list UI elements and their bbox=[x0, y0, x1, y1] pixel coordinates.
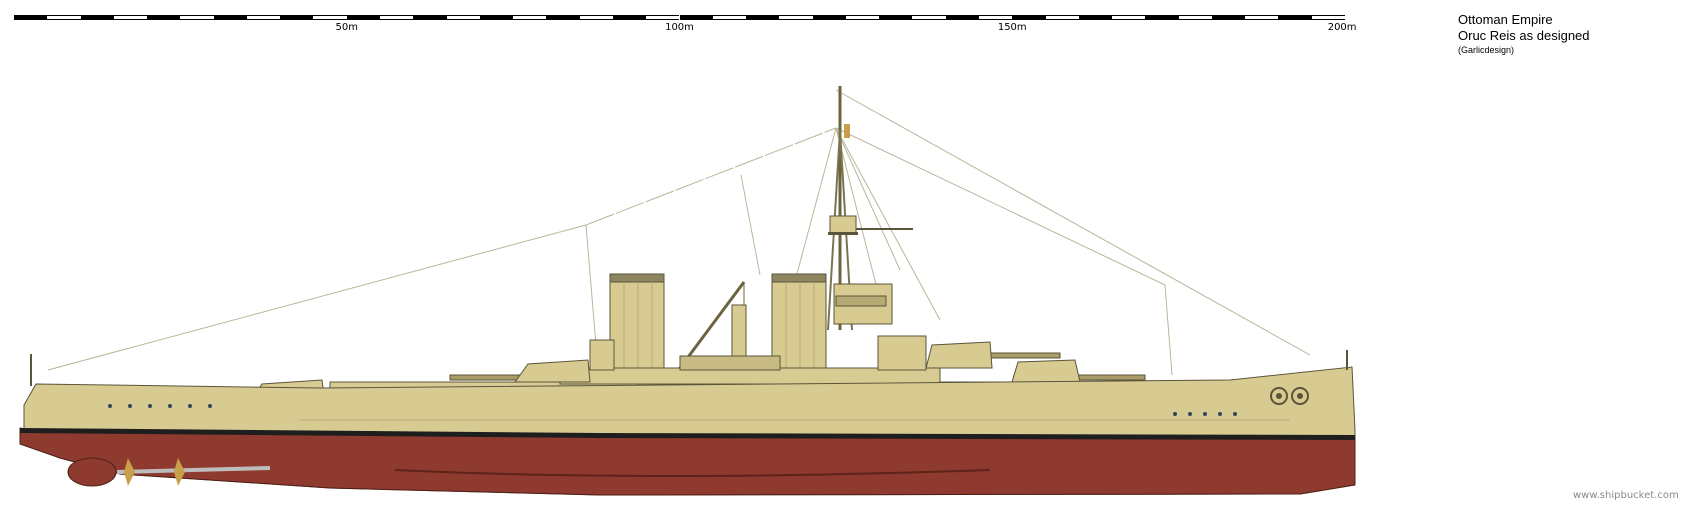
ruler-label: 200m bbox=[1327, 22, 1357, 33]
ruler-segment bbox=[1012, 15, 1046, 20]
country-label: Ottoman Empire bbox=[1458, 12, 1553, 27]
ruler-segment bbox=[346, 15, 381, 20]
rigging-lines bbox=[47, 89, 1311, 376]
fore-funnel bbox=[609, 279, 665, 373]
hull bbox=[19, 366, 1356, 496]
stern-flagstaff bbox=[30, 350, 1348, 386]
ruler-segment bbox=[1211, 15, 1246, 20]
watermark-credit: www.shipbucket.com bbox=[1573, 490, 1679, 501]
ruler-segment bbox=[879, 15, 913, 20]
ruler-segment bbox=[1045, 15, 1079, 20]
ruler-segment bbox=[14, 15, 48, 20]
ruler-segment bbox=[446, 15, 480, 20]
portholes bbox=[108, 404, 1237, 416]
ruler-segment bbox=[646, 15, 680, 20]
ruler-label: 50m bbox=[335, 22, 358, 33]
designer-credit: (Garlicdesign) bbox=[1458, 45, 1515, 55]
ruler-segment bbox=[246, 15, 281, 20]
main-mast bbox=[827, 86, 913, 331]
ruler-segment bbox=[380, 15, 414, 20]
ruler-segment bbox=[679, 15, 713, 20]
ruler-segment bbox=[1311, 15, 1345, 20]
ruler-segment bbox=[912, 15, 946, 20]
ruler-segment bbox=[313, 15, 347, 20]
scale-ruler: 50m 100m 150m 200m bbox=[14, 15, 1357, 37]
ruler-label: 150m bbox=[997, 22, 1027, 33]
ruler-segment bbox=[1278, 15, 1312, 20]
ruler-label: 100m bbox=[665, 22, 694, 33]
ruler-segment bbox=[479, 15, 514, 20]
ruler-segment bbox=[47, 15, 81, 20]
ruler-segment bbox=[1112, 15, 1146, 20]
ruler-segment bbox=[712, 15, 747, 20]
ruler-segment bbox=[1078, 15, 1113, 20]
ruler-segment bbox=[1178, 15, 1212, 20]
turret-y bbox=[1011, 359, 1146, 383]
ruler-segment bbox=[213, 15, 247, 20]
ruler-segment bbox=[180, 15, 214, 20]
ruler-segment bbox=[1245, 15, 1279, 20]
ruler-segment bbox=[513, 15, 547, 20]
ruler-segment bbox=[147, 15, 181, 20]
ruler-segment bbox=[280, 15, 314, 20]
ruler-segment bbox=[845, 15, 880, 20]
turret-x bbox=[925, 341, 1061, 369]
ruler-segment bbox=[746, 15, 780, 20]
propellers bbox=[67, 457, 271, 487]
ruler-segment bbox=[413, 15, 447, 20]
ship-title: Oruc Reis as designed bbox=[1458, 28, 1590, 43]
ruler-segment bbox=[579, 15, 613, 20]
funnels bbox=[609, 273, 827, 373]
anchor-hawse bbox=[1270, 387, 1309, 405]
ruler-segment bbox=[1145, 15, 1179, 20]
caption-block: Ottoman Empire Oruc Reis as designed (Ga… bbox=[1458, 12, 1590, 57]
ruler-segment bbox=[779, 15, 813, 20]
ruler-segment bbox=[546, 15, 580, 20]
ruler-segment bbox=[80, 15, 114, 20]
turret-b bbox=[449, 359, 591, 383]
ruler-segment bbox=[945, 15, 979, 20]
ruler-segment bbox=[978, 15, 1013, 20]
ruler-segment bbox=[113, 15, 148, 20]
ruler-segment bbox=[812, 15, 846, 20]
ruler-segment bbox=[612, 15, 647, 20]
